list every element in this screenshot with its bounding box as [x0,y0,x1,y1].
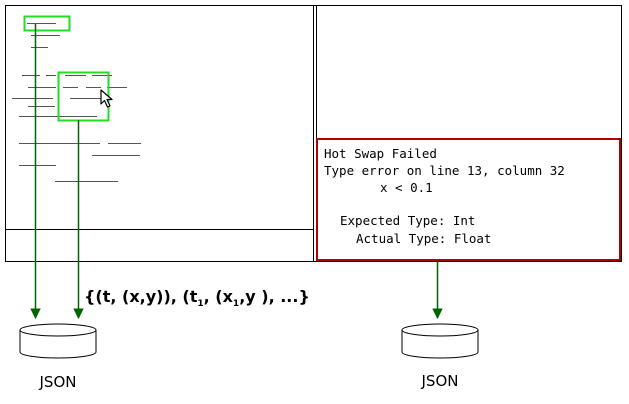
error-expression: x < 0.1 [380,180,433,195]
code-lines [12,23,141,182]
error-title: Hot Swap Failed [324,146,437,161]
error-box [316,138,621,261]
database-icon-left [19,323,97,359]
left-db-label: JSON [39,373,77,391]
database-icon-right [401,323,479,359]
error-expected-type: Expected Type: Int [340,213,475,228]
error-actual-type: Actual Type: Float [356,231,491,246]
formula-text: {(t, (x,y)), (t1, (x1,y ), ...} [84,287,310,309]
right-db-label: JSON [421,372,459,390]
cursor-icon [100,89,113,108]
error-message: Type error on line 13, column 32 [324,163,565,178]
highlight-box-small [23,15,71,32]
